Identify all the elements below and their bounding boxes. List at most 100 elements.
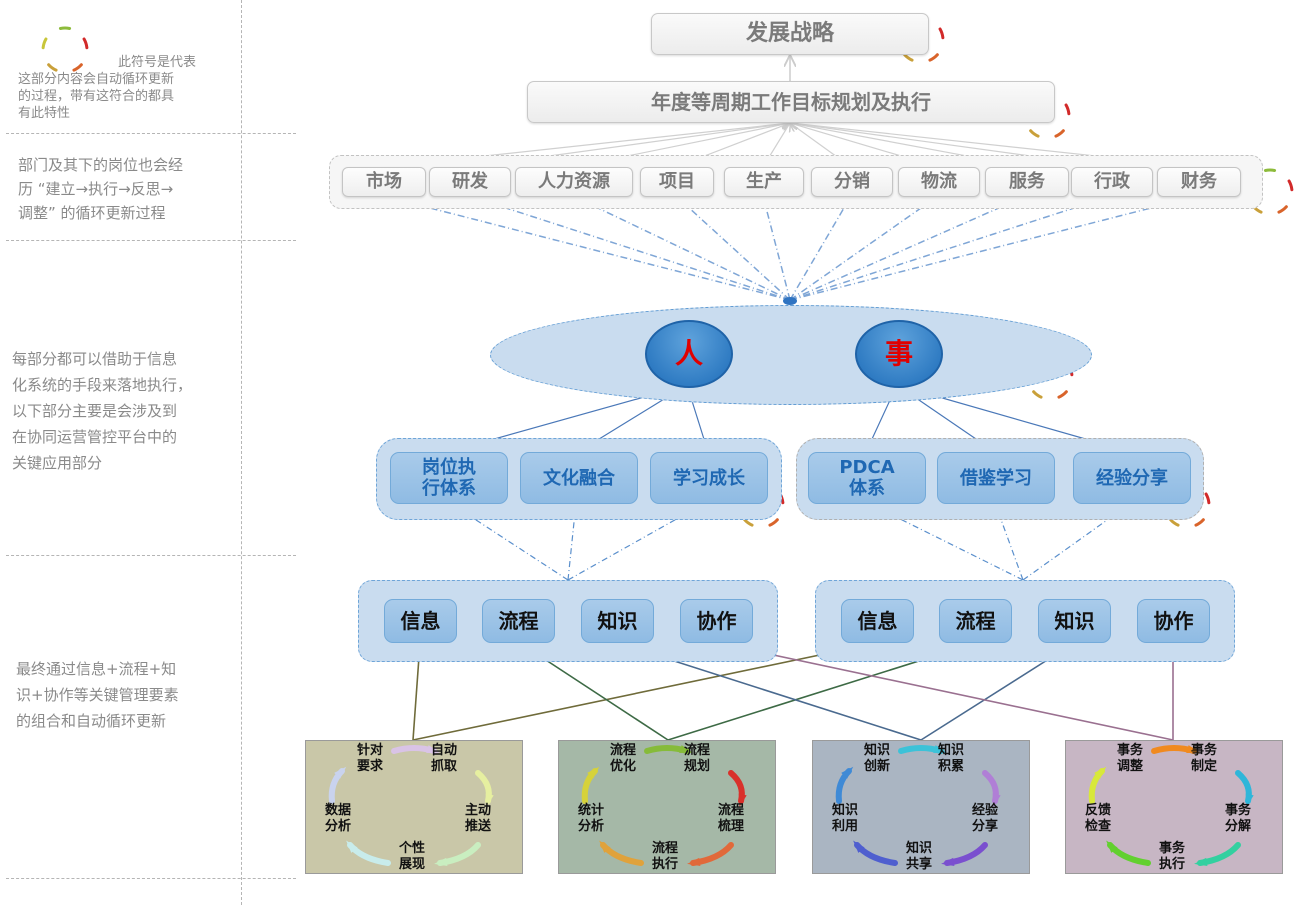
collaboration-cycle: 事务 调整事务 制定事务 分解事务 执行反馈 检查 (1065, 740, 1283, 874)
department-box: 生产 (724, 167, 804, 197)
note-line: 识+协作等关键管理要素 (16, 686, 179, 704)
pill-line: 学习成长 (673, 467, 745, 489)
connector-hub-to-dept (789, 195, 939, 301)
cycle-arrowhead (346, 840, 358, 853)
element-process-left: 流程 (482, 599, 555, 643)
cycle-step: 数据 分析 (324, 803, 351, 834)
connector-hub-to-dept (382, 195, 791, 301)
element-collaboration-right: 协作 (1137, 599, 1210, 643)
department-box: 市场 (342, 167, 426, 197)
note-line: 历 “建立→执行→反思→ (18, 180, 174, 198)
element-label: 知识 (597, 608, 638, 633)
cycle-arrowhead (687, 857, 701, 867)
section-divider (6, 133, 296, 134)
people-circle: 人 (645, 320, 733, 388)
pill-line: PDCA (839, 457, 895, 478)
cycle-step: 知识 积累 (937, 743, 964, 774)
cycle-symbol-icon (41, 26, 89, 72)
connector-hub-to-dept (789, 195, 1199, 301)
cycle-arrows (581, 745, 747, 867)
connector-hub-to-dept (789, 195, 1027, 301)
cycle-step: 流程 梳理 (717, 803, 744, 834)
strategy-box: 发展战略 (651, 13, 929, 55)
element-knowledge-right: 知识 (1038, 599, 1111, 643)
department-box: 人力资源 (515, 167, 633, 197)
cycle-arrowhead (1186, 745, 1200, 753)
connector-hub-to-dept (468, 195, 791, 301)
connector-hub-to-dept (675, 195, 791, 301)
cycle-arrowhead (434, 857, 448, 867)
cycle-arrowhead (334, 766, 347, 779)
element-label: 协作 (1153, 608, 1194, 633)
note-line: 最终通过信息+流程+知 (16, 660, 177, 678)
pill-line: 经验分享 (1096, 467, 1168, 489)
department-box: 财务 (1157, 167, 1241, 197)
it-system-note: 每部分都可以借助于信息 化系统的手段来落地执行， 以下部分主要是会涉及到 在协同… (12, 346, 240, 476)
connector-hub-to-dept (789, 195, 1112, 301)
pill-line: 岗位执 (422, 457, 476, 478)
cycle-step: 统计 分析 (577, 803, 604, 834)
department-box: 行政 (1071, 167, 1153, 197)
info-cycle: 针对 要求自动 抓取主动 推送个性 展现数据 分析 (305, 740, 523, 874)
element-info-left: 信息 (384, 599, 457, 643)
note-line: 此符号是代表 (118, 55, 197, 70)
cycle-arrowhead (941, 857, 955, 867)
link-info-right (412, 643, 877, 741)
connector-hub-to-dept (789, 195, 852, 301)
cycle-arrowhead (1094, 766, 1107, 779)
cycle-arrowhead (853, 840, 865, 853)
pill-culture-integration: 文化融合 (520, 452, 638, 504)
note-line: 部门及其下的岗位也会经 (18, 156, 184, 174)
pill-line: 文化融合 (543, 467, 615, 489)
pill-reference-learning: 借鉴学习 (937, 452, 1055, 504)
cycle-step: 自动 抓取 (430, 743, 457, 774)
cycle-arrowhead (599, 840, 611, 853)
people-affairs-ellipse (490, 305, 1092, 405)
department-box: 研发 (429, 167, 511, 197)
link-collab-left (717, 643, 1174, 741)
element-knowledge-left: 知识 (581, 599, 654, 643)
people-label: 人 (674, 337, 703, 370)
department-box: 物流 (898, 167, 980, 197)
connector-elements-to-affairs-pill (1022, 503, 1131, 581)
strategy-label: 发展战略 (745, 21, 834, 46)
cycle-arrowhead (738, 793, 747, 807)
note-line: 调整” 的循环更新过程 (18, 204, 166, 222)
cycle-step: 知识 创新 (863, 743, 890, 774)
cycle-step: 事务 分解 (1224, 803, 1251, 834)
cycle-step: 针对 要求 (356, 743, 383, 774)
element-process-right: 流程 (939, 599, 1012, 643)
element-info-right: 信息 (841, 599, 914, 643)
cycle-step: 知识 共享 (905, 841, 932, 872)
element-collaboration-left: 协作 (680, 599, 753, 643)
note-line: 的过程，带有这符合的都具 (18, 89, 175, 104)
pill-line: 体系 (849, 478, 885, 499)
cycle-step: 事务 执行 (1158, 841, 1185, 872)
pill-post-execution-system: 岗位执行体系 (390, 452, 508, 504)
cycle-arrowhead (485, 793, 494, 807)
pill-line: 行体系 (422, 478, 476, 499)
cycle-arrowhead (1194, 857, 1208, 867)
department-box: 项目 (640, 167, 714, 197)
process-cycle: 流程 优化流程 规划流程 梳理流程 执行统计 分析 (558, 740, 776, 874)
pill-experience-sharing: 经验分享 (1073, 452, 1191, 504)
cycle-arrowhead (1245, 793, 1254, 807)
connector-hub-to-dept (762, 195, 791, 301)
cycle-arrowhead (992, 793, 1001, 807)
note-line: 的组合和自动循环更新 (16, 712, 167, 730)
note-line: 每部分都可以借助于信息 (12, 350, 178, 368)
pill-line: 借鉴学习 (960, 467, 1032, 489)
element-label: 流程 (498, 608, 539, 633)
cycle-arrowhead (679, 745, 693, 753)
cycle-step: 流程 优化 (609, 743, 636, 774)
cycle-step: 个性 展现 (398, 841, 425, 872)
cycle-step: 知识 利用 (831, 803, 858, 834)
cycle-arrowhead (587, 766, 600, 779)
pill-learning-growth: 学习成长 (650, 452, 768, 504)
element-label: 信息 (400, 608, 441, 633)
department-box: 分销 (811, 167, 893, 197)
cycle-arrows (1088, 745, 1254, 867)
section-divider (6, 555, 296, 556)
knowledge-cycle: 知识 创新知识 积累经验 分享知识 共享知识 利用 (812, 740, 1030, 874)
